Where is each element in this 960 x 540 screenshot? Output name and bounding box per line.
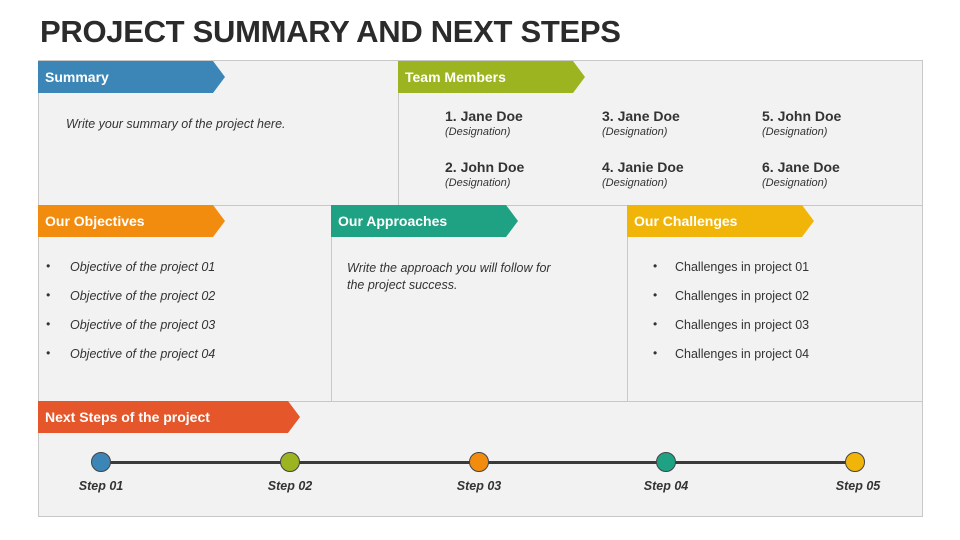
team-member: 6. Jane Doe (Designation) (762, 159, 840, 189)
step-label: Step 04 (643, 479, 689, 493)
step-marker (845, 452, 865, 472)
list-item: Challenges in project 03 (653, 317, 809, 347)
step-label: Step 02 (267, 479, 313, 493)
member-designation: (Designation) (762, 177, 828, 189)
member-name: 5. John Doe (762, 108, 842, 124)
list-item: Objective of the project 01 (46, 259, 215, 289)
list-item: Challenges in project 04 (653, 346, 809, 376)
team-member: 4. Janie Doe (Designation) (602, 159, 684, 189)
step-marker (280, 452, 300, 472)
member-name: 4. Janie Doe (602, 159, 684, 175)
team-member: 3. Jane Doe (Designation) (602, 108, 680, 138)
member-designation: (Designation) (445, 177, 511, 189)
member-name: 2. John Doe (445, 159, 525, 175)
list-item: Objective of the project 02 (46, 288, 215, 318)
list-item: Challenges in project 02 (653, 288, 809, 318)
page-title: PROJECT SUMMARY AND NEXT STEPS (40, 14, 621, 49)
member-designation: (Designation) (445, 126, 511, 138)
team-member: 1. Jane Doe (Designation) (445, 108, 523, 138)
approaches-text-line: Write the approach you will follow for (347, 261, 551, 275)
approaches-text-line: the project success. (347, 278, 458, 292)
step-label: Step 01 (78, 479, 124, 493)
objectives-heading: Our Objectives (38, 205, 225, 237)
objectives-list: Objective of the project 01 Objective of… (46, 259, 215, 376)
step-marker (469, 452, 489, 472)
step-marker (656, 452, 676, 472)
step-marker (91, 452, 111, 472)
step-label: Step 05 (835, 479, 881, 493)
member-name: 6. Jane Doe (762, 159, 840, 175)
team-member: 5. John Doe (Designation) (762, 108, 841, 138)
summary-text: Write your summary of the project here. (66, 117, 286, 131)
list-item: Objective of the project 03 (46, 317, 215, 347)
approaches-heading: Our Approaches (331, 205, 518, 237)
member-name: 3. Jane Doe (602, 108, 680, 124)
summary-heading: Summary (38, 61, 225, 93)
member-designation: (Designation) (762, 126, 828, 138)
approaches-panel (331, 205, 628, 402)
member-designation: (Designation) (602, 177, 668, 189)
team-member: 2. John Doe (Designation) (445, 159, 524, 189)
list-item: Challenges in project 01 (653, 259, 809, 289)
team-heading: Team Members (398, 61, 585, 93)
step-label: Step 03 (456, 479, 502, 493)
approaches-text: Write the approach you will follow for t… (347, 260, 551, 294)
list-item: Objective of the project 04 (46, 346, 215, 376)
challenges-list: Challenges in project 01 Challenges in p… (653, 259, 809, 376)
member-name: 1. Jane Doe (445, 108, 523, 124)
challenges-heading: Our Challenges (627, 205, 814, 237)
member-designation: (Designation) (602, 126, 668, 138)
next-steps-heading: Next Steps of the project (38, 401, 300, 433)
